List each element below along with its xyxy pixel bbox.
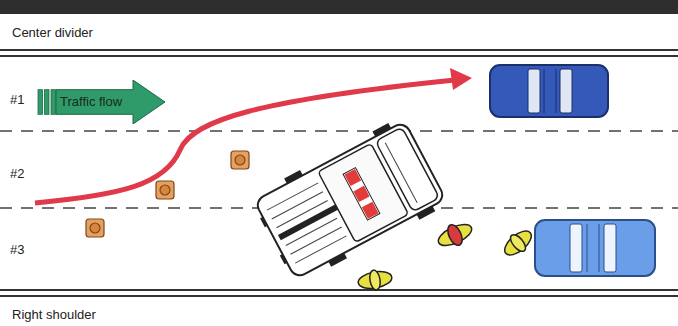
arrow-label: Traffic flow: [60, 95, 122, 109]
lane-number: #2: [10, 167, 24, 181]
shoulder-label: Right shoulder: [12, 308, 96, 322]
divider-label: Center divider: [12, 26, 93, 40]
traffic-arrow: Traffic flow: [36, 80, 165, 124]
lane-number: #1: [10, 93, 24, 107]
lane-number: #3: [10, 243, 24, 257]
